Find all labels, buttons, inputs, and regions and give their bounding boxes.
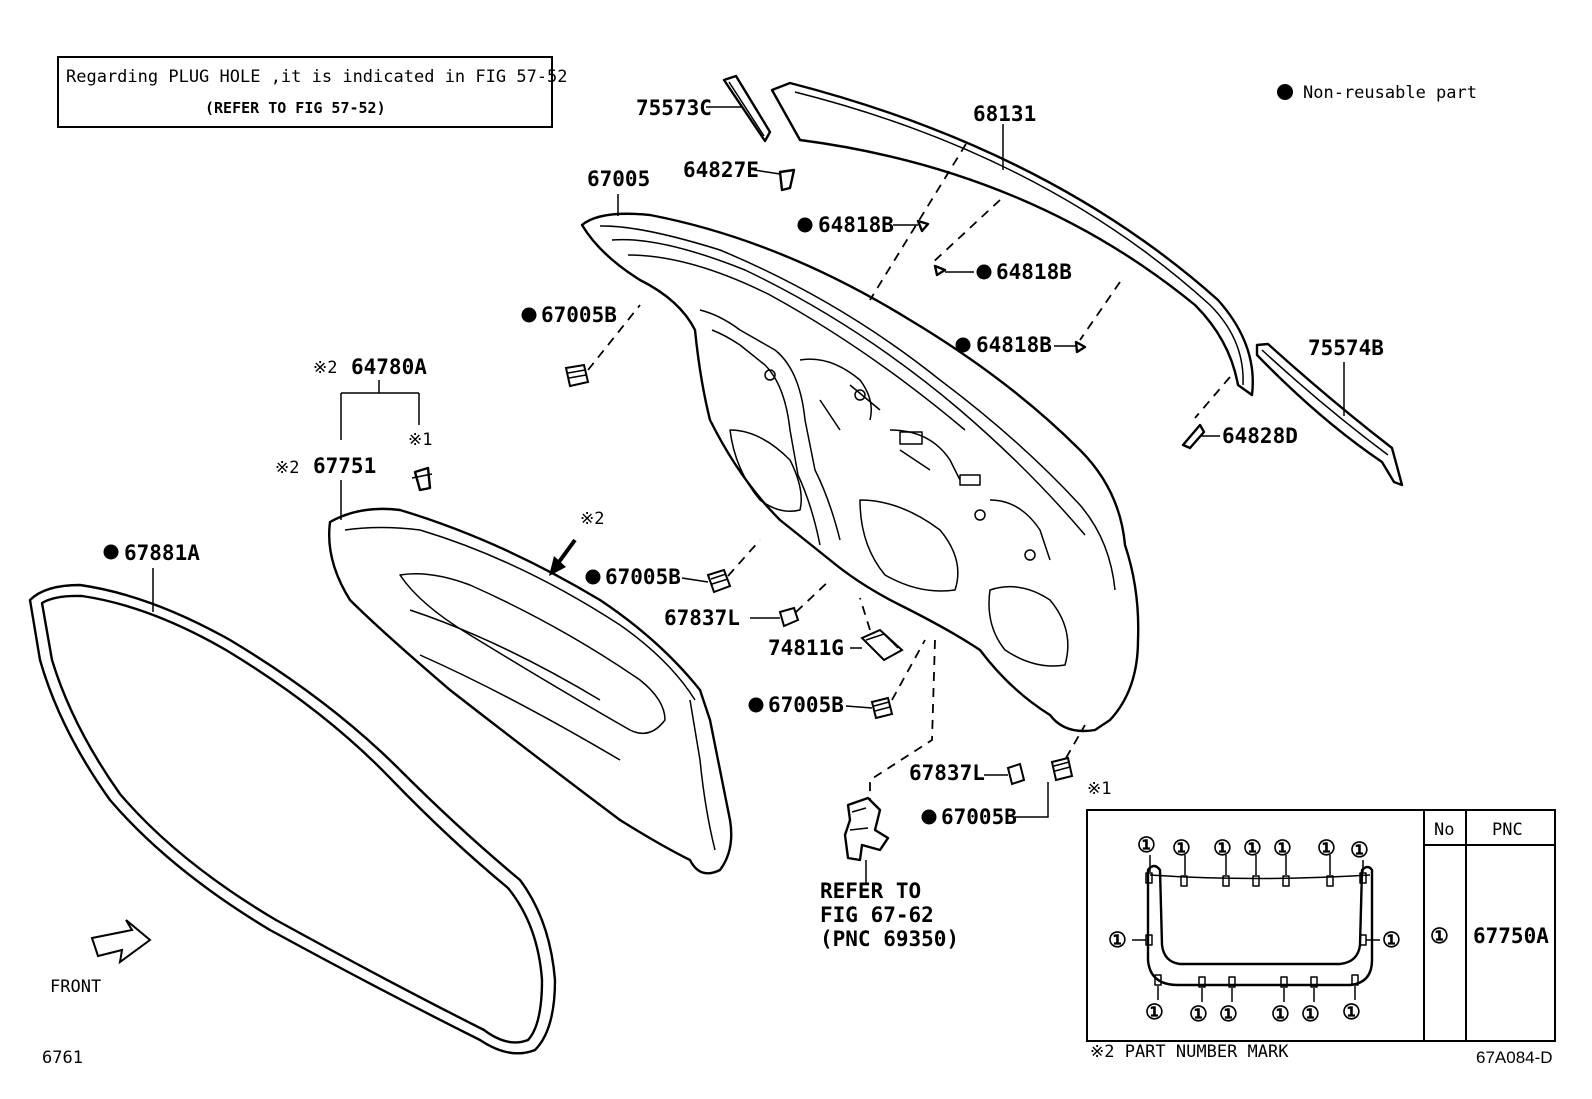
front-arrow-icon <box>90 919 152 965</box>
label-67751: 67751 <box>313 454 376 478</box>
non-reusable-dot-icon <box>748 697 764 713</box>
callout-14: ① <box>1301 1002 1320 1026</box>
table-row-pnc: 67750A <box>1473 924 1549 948</box>
part-67837L-2: 67837L <box>909 761 1026 786</box>
callout-7: ① <box>1350 838 1369 862</box>
detail-title-mark: ※1 <box>1087 779 1111 799</box>
part-64780A: ※2 64780A ※1 <box>313 355 432 492</box>
callout-13: ① <box>1271 1002 1290 1026</box>
table-col-no: No <box>1434 820 1454 840</box>
refer-line-3: (PNC 69350) <box>820 927 959 951</box>
callout-6: ① <box>1317 836 1336 860</box>
callout-numbers: ① ① ① ① ① ① ① ① ① ① ① ① ① ① ① <box>1108 833 1401 1026</box>
front-label: FRONT <box>50 977 101 997</box>
footer-right-code: 67A084-D <box>1476 1048 1553 1067</box>
callout-5: ① <box>1273 836 1292 860</box>
callout-9: ① <box>1382 928 1401 952</box>
callout-2: ① <box>1172 836 1191 860</box>
label-67005B-3: 67005B <box>768 693 844 717</box>
callout-12: ① <box>1219 1002 1238 1026</box>
label-64827E: 64827E <box>683 158 759 182</box>
mark-ref2-67751: ※2 <box>275 458 299 478</box>
non-reusable-dot-icon <box>955 337 971 353</box>
part-67751-trim-board: ※2 67751 ※2 <box>275 454 733 875</box>
label-75573C: 75573C <box>636 96 712 120</box>
non-reusable-dot-icon <box>521 307 537 323</box>
part-64818B-3: 64818B <box>955 333 1087 357</box>
part-75573C: 75573C <box>636 74 772 143</box>
label-64818B-1: 64818B <box>818 213 894 237</box>
plug-hole-note: Regarding PLUG HOLE ,it is indicated in … <box>57 56 568 128</box>
part-68131: 68131 <box>770 81 1254 397</box>
detail-table: ※1 No PNC ① 67750A <box>1086 779 1556 1042</box>
table-row-no: ① <box>1430 924 1449 948</box>
non-reusable-dot-icon <box>921 809 937 825</box>
part-74811G: 74811G <box>768 597 904 662</box>
refer-line-2: FIG 67-62 <box>820 903 934 927</box>
callout-3: ① <box>1213 836 1232 860</box>
part-75574B: 75574B <box>1255 336 1404 487</box>
part-64818B-2: 64818B <box>933 260 1072 284</box>
mark-ref2-64780A: ※2 <box>313 358 337 378</box>
table-col-pnc: PNC <box>1492 820 1523 840</box>
callout-8: ① <box>1108 928 1127 952</box>
clip-marks <box>1145 872 1367 988</box>
non-reusable-dot-icon <box>103 544 119 560</box>
note-line-2: (REFER TO FIG 57-52) <box>205 99 386 117</box>
part-67005-trunk-lid: 67005 <box>580 167 1140 733</box>
latch-assembly: REFER TO FIG 67-62 (PNC 69350) <box>820 639 959 951</box>
label-67005B-2: 67005B <box>605 565 681 589</box>
part-64828D: 64828D <box>1181 423 1298 450</box>
label-64818B-3: 64818B <box>976 333 1052 357</box>
label-64780A: 64780A <box>351 355 427 379</box>
note-line-1: Regarding PLUG HOLE ,it is indicated in … <box>66 67 568 87</box>
front-arrow: FRONT <box>50 919 152 997</box>
non-reusable-dot-icon <box>976 264 992 280</box>
callout-10: ① <box>1145 1000 1164 1024</box>
label-68131: 68131 <box>973 102 1036 126</box>
callout-4: ① <box>1243 836 1262 860</box>
mark-ref1: ※1 <box>408 430 432 450</box>
non-reusable-dot-icon <box>585 569 601 585</box>
non-reusable-dot-icon <box>1277 84 1293 100</box>
part-67837L-1: 67837L <box>664 579 831 630</box>
legend-label: Non-reusable part <box>1303 83 1477 103</box>
legend: Non-reusable part <box>1277 83 1477 103</box>
label-67837L-1: 67837L <box>664 606 740 630</box>
refer-line-1: REFER TO <box>820 879 921 903</box>
part-67005B-2: 67005B <box>585 539 761 594</box>
callout-1: ① <box>1137 833 1156 857</box>
label-67005B-4: 67005B <box>941 805 1017 829</box>
part-67005B-1: 67005B <box>521 303 641 388</box>
part-number-mark-note: ※2 PART NUMBER MARK <box>1090 1042 1289 1062</box>
label-75574B: 75574B <box>1308 336 1384 360</box>
callout-11: ① <box>1189 1002 1208 1026</box>
label-67005: 67005 <box>587 167 650 191</box>
part-67881A-weatherstrip: 67881A <box>28 541 557 1055</box>
label-74811G: 74811G <box>768 636 844 660</box>
label-67005B-1: 67005B <box>541 303 617 327</box>
part-67005B-4: 67005B <box>921 724 1086 829</box>
part-64827E: 64827E <box>683 158 796 192</box>
label-67837L-2: 67837L <box>909 761 985 785</box>
part-64818B-1: 64818B <box>797 213 930 237</box>
part-67005B-3: 67005B <box>748 639 926 720</box>
non-reusable-dot-icon <box>797 217 813 233</box>
callout-15: ① <box>1342 1000 1361 1024</box>
mark-ref2-arrow: ※2 <box>580 509 604 529</box>
label-64818B-2: 64818B <box>996 260 1072 284</box>
label-64828D: 64828D <box>1222 424 1298 448</box>
footer-left-code: 6761 <box>42 1048 83 1068</box>
label-67881A: 67881A <box>124 541 200 565</box>
